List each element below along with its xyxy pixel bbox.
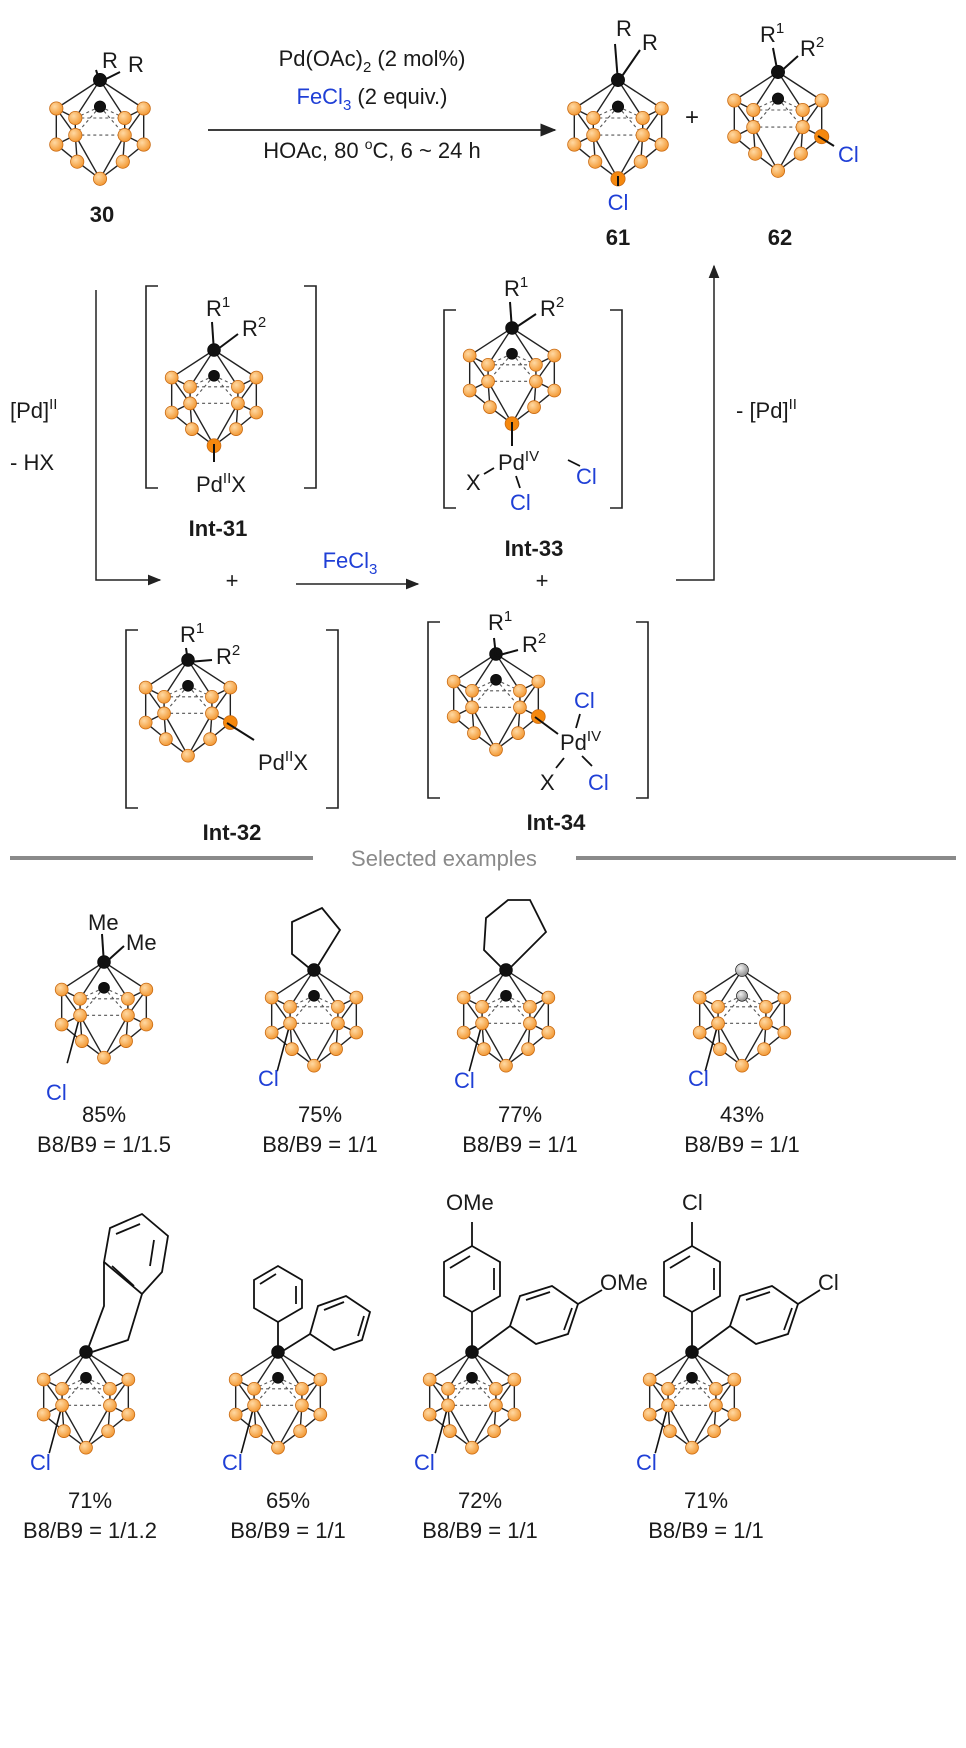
p61-cl: Cl (608, 190, 629, 215)
ex2-cl: Cl (258, 1066, 279, 1091)
start-r1: R (102, 48, 118, 73)
ex1-ratio: B8/B9 = 1/1.5 (37, 1132, 171, 1157)
ex8-cl2: Cl (818, 1270, 839, 1295)
ex3-ring (483, 899, 548, 973)
int33-cl2: Cl (510, 490, 531, 515)
ex3-ratio: B8/B9 = 1/1 (462, 1132, 578, 1157)
ex5-yield: 71% (68, 1488, 112, 1513)
ex4-ratio: B8/B9 = 1/1 (684, 1132, 800, 1157)
int33-cl1: Cl (576, 464, 597, 489)
int32-r1: R1 (180, 620, 204, 647)
ex2-ring (291, 906, 342, 973)
plus-top: + (685, 104, 699, 131)
ex7-cl: Cl (414, 1450, 435, 1475)
cage-ex8 (642, 1345, 742, 1455)
int33-x: X (466, 470, 481, 495)
int33-r2: R2 (540, 294, 564, 321)
int34-pd: PdIV (560, 728, 601, 755)
reaction-conditions: HOAc, 80 oC, 6 ~ 24 h (263, 136, 481, 163)
cage-ex5 (36, 1345, 136, 1455)
int31-pdx: PdIIX (196, 470, 246, 497)
label-int31: Int-31 (189, 516, 248, 541)
int34-cl1: Cl (574, 688, 595, 713)
mech-hx: - HX (10, 450, 54, 475)
ex6-cl: Cl (222, 1450, 243, 1475)
ex3-yield: 77% (498, 1102, 542, 1127)
start-r2: R (128, 52, 144, 77)
cage-ex4 (692, 963, 792, 1073)
ex2-ratio: B8/B9 = 1/1 (262, 1132, 378, 1157)
p62-r2: R2 (800, 34, 824, 61)
cage-int31 (164, 343, 264, 453)
cage-ex7 (422, 1345, 522, 1455)
int34-r2: R2 (522, 630, 546, 657)
p61-r1: R (616, 16, 632, 41)
ex5-ratio: B8/B9 = 1/1.2 (23, 1518, 157, 1543)
label-62: 62 (768, 225, 792, 250)
cage-ex1 (54, 955, 154, 1065)
ex1-me1: Me (88, 910, 119, 935)
int31-r2: R2 (242, 314, 266, 341)
mech-pd: [Pd]II (10, 396, 57, 423)
ex8-ar1 (663, 1244, 721, 1314)
mech-minus-pd: - [Pd]II (736, 396, 797, 423)
ex1-me2: Me (126, 930, 157, 955)
ex4-cl: Cl (688, 1066, 709, 1091)
int33-pd: PdIV (498, 448, 539, 475)
arrow-right-up (676, 264, 720, 581)
int33-r1: R1 (504, 274, 528, 301)
mech-fecl3: FeCl3 (323, 548, 378, 578)
label-61: 61 (606, 225, 630, 250)
p62-cl: Cl (838, 142, 859, 167)
int32-r2: R2 (216, 642, 240, 669)
p62-r1: R1 (760, 20, 784, 47)
cage-30 (49, 73, 151, 186)
ex8-ratio: B8/B9 = 1/1 (648, 1518, 764, 1543)
cage-ex3 (456, 963, 556, 1073)
plus-right: + (536, 568, 549, 593)
p61-r2: R (642, 30, 658, 55)
label-int32: Int-32 (203, 820, 262, 845)
plus-left: + (226, 568, 239, 593)
ex8-cl: Cl (636, 1450, 657, 1475)
label-int33: Int-33 (505, 536, 564, 561)
cage-int34 (446, 647, 546, 757)
reagent-fecl3: FeCl3 (2 equiv.) (297, 84, 448, 114)
label-int34: Int-34 (527, 810, 586, 835)
ex7-ome1: OMe (446, 1190, 494, 1215)
ex5-cl: Cl (30, 1450, 51, 1475)
cage-ex2 (264, 963, 364, 1073)
cage-61 (567, 73, 669, 187)
ex8-yield: 71% (684, 1488, 728, 1513)
int34-x: X (540, 770, 555, 795)
ex1-cl: Cl (46, 1080, 67, 1105)
int32-pdx: PdIIX (258, 748, 308, 775)
ex7-ratio: B8/B9 = 1/1 (422, 1518, 538, 1543)
ex2-yield: 75% (298, 1102, 342, 1127)
ex7-ome2: OMe (600, 1270, 648, 1295)
ex3-cl: Cl (454, 1068, 475, 1093)
int34-cl2: Cl (588, 770, 609, 795)
cage-int32 (138, 653, 238, 763)
label-30: 30 (90, 202, 114, 227)
cage-62 (727, 65, 830, 178)
section-header: Selected examples (351, 846, 537, 871)
ex1-yield: 85% (82, 1102, 126, 1127)
cage-ex6 (228, 1345, 328, 1455)
ex8-cl1: Cl (682, 1190, 703, 1215)
ex6-ratio: B8/B9 = 1/1 (230, 1518, 346, 1543)
ex4-yield: 43% (720, 1102, 764, 1127)
arrow-left-down (95, 290, 162, 586)
reagent-pd: Pd(OAc)2 (2 mol%) (279, 46, 466, 76)
ex5-benzene (103, 1212, 169, 1296)
ex6-yield: 65% (266, 1488, 310, 1513)
ex6-ph1 (253, 1264, 303, 1324)
cage-int33 (462, 321, 562, 431)
ex6-ph2 (308, 1295, 372, 1351)
int31-r1: R1 (206, 294, 230, 321)
ex7-ar1 (443, 1244, 501, 1314)
ex7-yield: 72% (458, 1488, 502, 1513)
int34-r1: R1 (488, 608, 512, 635)
